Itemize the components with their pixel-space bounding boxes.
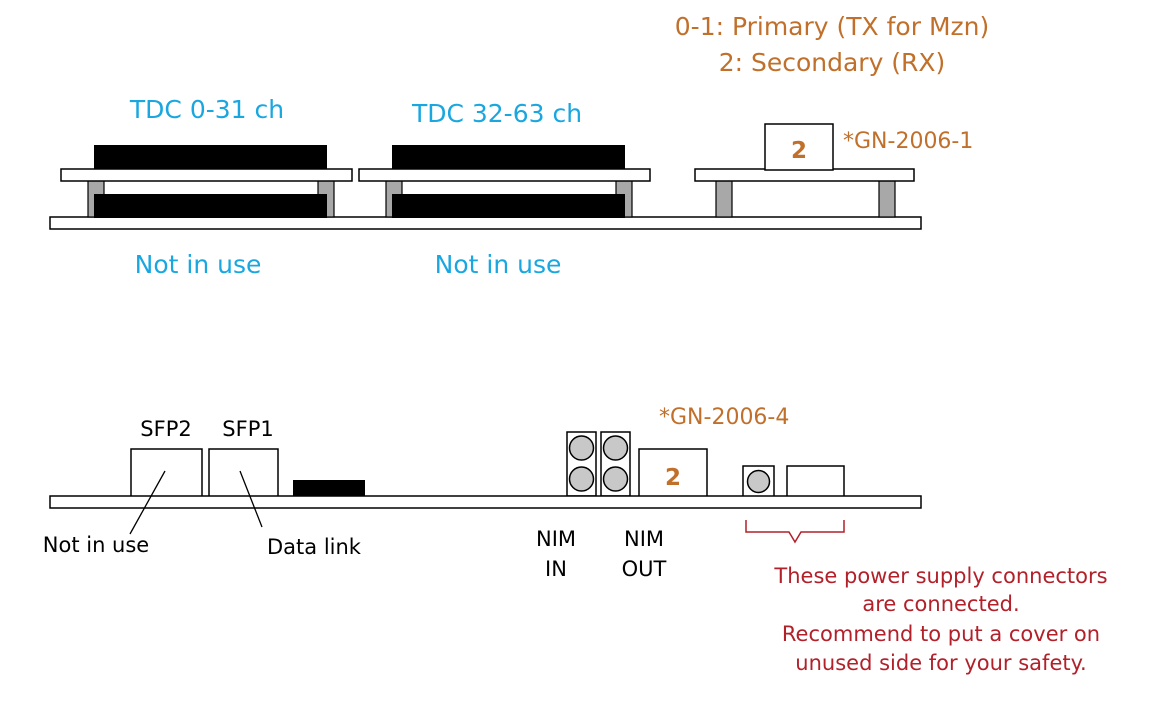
sfp2-cage	[130, 448, 203, 498]
sfp2-note: Not in use	[43, 533, 149, 557]
mezzanine-right-board	[358, 168, 651, 182]
power-note-line-2: are connected.	[862, 592, 1019, 616]
mezzanine-left-board	[60, 168, 353, 182]
sfp1-note: Data link	[267, 535, 362, 559]
bottom-header-block	[293, 480, 365, 497]
tdc-left-lower-connector	[94, 194, 327, 218]
legend-line-2: 2: Secondary (RX)	[719, 48, 946, 77]
nim-out-lemo-1	[602, 435, 629, 461]
nim-out-label-line-1: NIM	[624, 527, 664, 551]
power-note-line-4: unused side for your safety.	[795, 651, 1086, 675]
tdc-left-upper-connector	[94, 145, 327, 169]
power-connector-round-pin	[746, 469, 771, 494]
tdc-left-not-in-use: Not in use	[135, 250, 262, 279]
sfp1-label: SFP1	[222, 417, 273, 441]
nim-in-lemo-1	[568, 435, 595, 461]
gn4-board-label: *GN-2006-4	[659, 405, 789, 430]
sfp2-pointer-line	[129, 470, 166, 535]
tdc-right-lower-connector	[392, 194, 625, 218]
power-bracket	[745, 520, 845, 544]
gn1-connector-number: 2	[791, 138, 807, 164]
nim-in-lemo-2	[568, 466, 595, 492]
tdc-right-upper-connector	[392, 145, 625, 169]
tdc-right-not-in-use: Not in use	[435, 250, 562, 279]
sfp1-pointer-line	[239, 470, 263, 528]
legend-line-1: 0-1: Primary (TX for Mzn)	[675, 12, 989, 41]
sfp2-label: SFP2	[140, 417, 191, 441]
nim-out-label-line-2: OUT	[622, 557, 667, 581]
gn1-board-label: *GN-2006-1	[843, 129, 973, 154]
tdc-left-label: TDC 0-31 ch	[129, 95, 284, 124]
sfp1-cage	[208, 448, 279, 498]
mezzanine-gn1-board	[694, 168, 915, 182]
nim-out-lemo-2	[602, 466, 629, 492]
standoff-gn1-b	[878, 179, 896, 218]
gn1-connector-box	[764, 123, 834, 171]
gn4-connector-box	[638, 448, 708, 498]
standoff-gn1-a	[715, 179, 733, 218]
tdc-right-label: TDC 32-63 ch	[411, 99, 582, 128]
nim-in-label-line-1: NIM	[536, 527, 576, 551]
gn4-connector-number: 2	[665, 465, 681, 491]
power-connector-block	[786, 465, 845, 498]
power-note-line-1: These power supply connectors	[773, 564, 1107, 588]
power-note-line-3: Recommend to put a cover on	[782, 622, 1100, 646]
main-board-top	[49, 216, 922, 230]
main-board-bottom	[49, 495, 922, 509]
nim-in-label-line-2: IN	[545, 557, 567, 581]
